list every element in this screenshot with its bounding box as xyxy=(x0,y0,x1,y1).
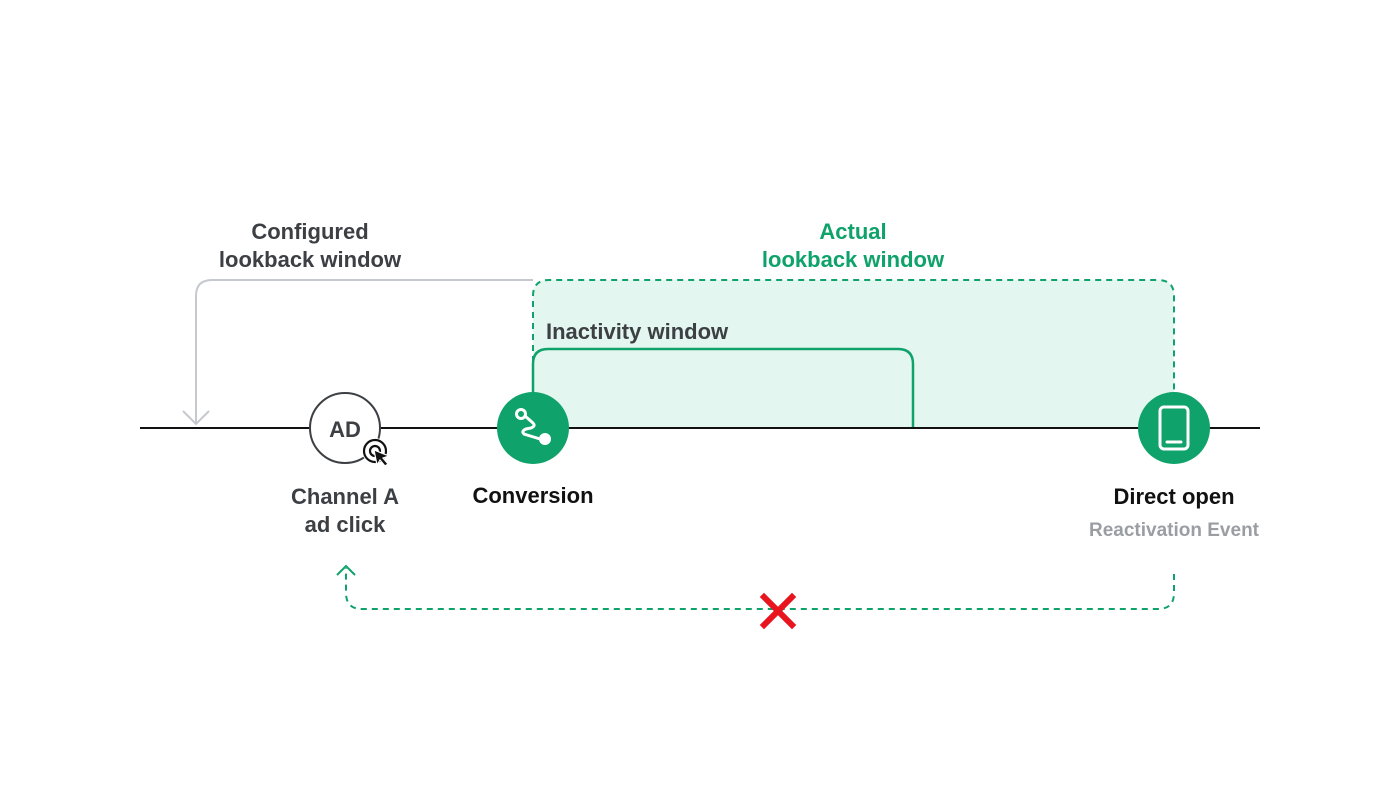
configured-window-label: Configured lookback window xyxy=(200,218,420,274)
cursor-click-icon xyxy=(362,438,391,467)
configured-window-label-line1: Configured xyxy=(251,219,369,244)
reactivation-event-label: Reactivation Event xyxy=(1089,520,1259,541)
actual-window-label-line2: lookback window xyxy=(761,247,945,272)
actual-window-label-line1: Actual xyxy=(819,219,887,244)
inactivity-window-label: Inactivity window xyxy=(546,319,729,344)
actual-window-label: Actual lookback window xyxy=(743,218,963,274)
actual-lookback-window-area xyxy=(533,280,1174,428)
configured-window-arrowhead xyxy=(182,410,210,426)
conversion-label: Conversion xyxy=(472,483,594,508)
smartphone-icon xyxy=(1158,405,1190,451)
actual-lookback-window-border xyxy=(532,279,1175,428)
inactivity-window-bracket xyxy=(531,347,915,428)
configured-window-label-line2: lookback window xyxy=(218,247,402,272)
configured-lookback-window-bracket xyxy=(195,279,533,424)
channel-a-label-line2: ad click xyxy=(304,512,386,537)
channel-a-label-line1: Channel A xyxy=(291,484,399,509)
red-x-icon xyxy=(759,592,797,630)
ad-node-label: AD xyxy=(329,417,361,442)
channel-a-label: Channel A ad click xyxy=(265,483,425,539)
direct-open-label: Direct open xyxy=(1113,484,1235,509)
ad-node xyxy=(309,392,381,464)
blocked-path-arrowhead xyxy=(336,564,356,576)
direct-open-node xyxy=(1138,392,1210,464)
journey-path-icon xyxy=(515,408,551,445)
blocked-attribution-path xyxy=(345,568,1175,610)
